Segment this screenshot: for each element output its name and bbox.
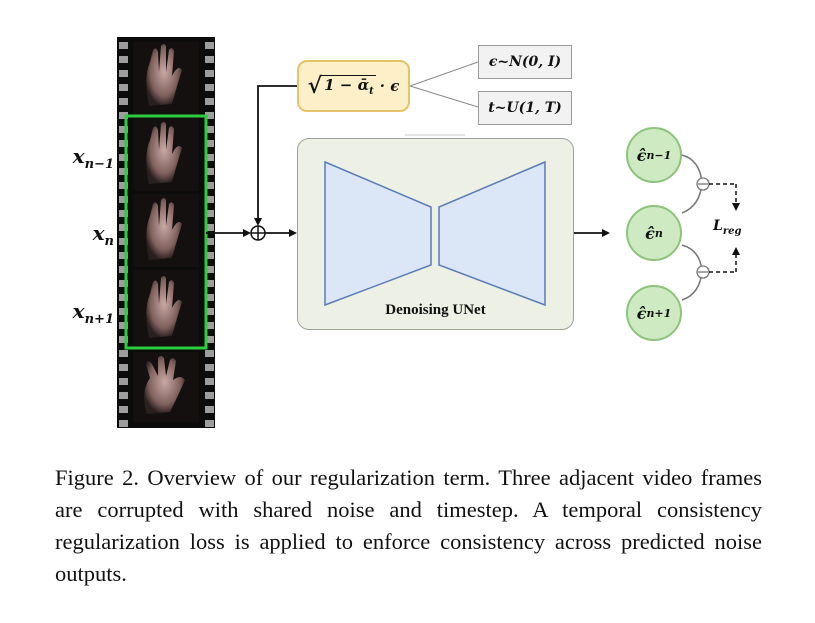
sprocket-hole xyxy=(119,210,128,217)
sprocket-hole xyxy=(205,364,214,371)
sprocket-hole xyxy=(119,154,128,161)
sprocket-hole xyxy=(205,224,214,231)
sprocket-hole xyxy=(119,294,128,301)
sprocket-hole xyxy=(205,168,214,175)
sprocket-hole xyxy=(205,392,214,399)
sprocket-hole xyxy=(119,70,128,77)
sprocket-hole xyxy=(119,112,128,119)
sprocket-hole xyxy=(119,406,128,413)
sprocket-hole xyxy=(205,112,214,119)
sprocket-hole xyxy=(119,42,128,49)
hand-image xyxy=(146,44,182,106)
sprocket-hole xyxy=(205,252,214,259)
sprocket-hole xyxy=(205,406,214,413)
prediction-next: ϵ̂n+1 xyxy=(626,285,682,341)
noise-sample-connector xyxy=(409,61,479,87)
regularization-loss-label: Lreg xyxy=(713,218,742,237)
sprocket-hole xyxy=(119,140,128,147)
sprocket-hole xyxy=(119,308,128,315)
noise-scale-formula: √ 1 − ᾱt · ϵ xyxy=(297,60,410,112)
unet-label: Denoising UNet xyxy=(385,302,486,318)
timestep-sample-box: t~U(1, T) xyxy=(478,91,572,125)
frame-label-current: xn xyxy=(92,221,114,249)
noise-to-sum-arrow xyxy=(257,85,297,222)
unet-encoder xyxy=(324,160,432,307)
sprocket-hole xyxy=(205,336,214,343)
prediction-prev: ϵ̂n−1 xyxy=(626,127,682,183)
prediction-current: ϵ̂n xyxy=(626,205,682,261)
frame-label-prev: xn−1 xyxy=(72,144,114,172)
sprocket-hole xyxy=(205,350,214,357)
unet-decoder xyxy=(438,160,546,307)
sprocket-hole xyxy=(119,98,128,105)
sprocket-hole xyxy=(205,140,214,147)
sprocket-hole xyxy=(119,420,128,427)
sprocket-hole xyxy=(119,336,128,343)
hand-image xyxy=(146,122,182,184)
film-sprockets xyxy=(119,42,214,427)
sprocket-hole xyxy=(119,126,128,133)
noise-sample-box: ϵ~N(0, I) xyxy=(478,45,572,79)
video-frame xyxy=(133,42,199,115)
sprocket-hole xyxy=(119,378,128,385)
figure-caption: Figure 2. Overview of our regularization… xyxy=(55,465,762,586)
sprocket-hole xyxy=(119,238,128,245)
sprocket-hole xyxy=(119,350,128,357)
sprocket-hole xyxy=(119,266,128,273)
sprocket-hole xyxy=(205,154,214,161)
sprocket-hole xyxy=(205,196,214,203)
sprocket-hole xyxy=(205,42,214,49)
sprocket-hole xyxy=(119,392,128,399)
frame-label-next: xn+1 xyxy=(72,299,114,327)
sprocket-hole xyxy=(205,308,214,315)
sprocket-hole xyxy=(205,238,214,245)
video-frame xyxy=(133,194,199,267)
selected-frames-highlight xyxy=(124,114,208,350)
sprocket-hole xyxy=(205,84,214,91)
sprocket-hole xyxy=(119,252,128,259)
video-frame xyxy=(133,118,199,191)
sprocket-hole xyxy=(205,266,214,273)
sprocket-hole xyxy=(119,224,128,231)
video-frame xyxy=(133,352,199,422)
sprocket-hole xyxy=(205,70,214,77)
sprocket-hole xyxy=(119,322,128,329)
sprocket-hole xyxy=(119,182,128,189)
sprocket-hole xyxy=(205,294,214,301)
sprocket-hole xyxy=(119,84,128,91)
hand-image xyxy=(146,276,182,338)
sprocket-hole xyxy=(119,168,128,175)
sprocket-hole xyxy=(119,364,128,371)
sprocket-hole xyxy=(205,182,214,189)
sprocket-hole xyxy=(205,126,214,133)
sprocket-hole xyxy=(119,280,128,287)
sprocket-hole xyxy=(205,98,214,105)
timestep-sample-connector xyxy=(409,85,479,108)
sprocket-hole xyxy=(205,280,214,287)
sprocket-hole xyxy=(119,196,128,203)
hand-image xyxy=(144,356,185,414)
sprocket-hole xyxy=(205,420,214,427)
sprocket-hole xyxy=(205,210,214,217)
sprocket-hole xyxy=(205,322,214,329)
sqrt-icon: √ xyxy=(307,73,323,99)
sprocket-hole xyxy=(205,56,214,63)
hand-image xyxy=(146,198,182,260)
sprocket-hole xyxy=(119,56,128,63)
sprocket-hole xyxy=(205,378,214,385)
video-frame xyxy=(133,270,199,346)
